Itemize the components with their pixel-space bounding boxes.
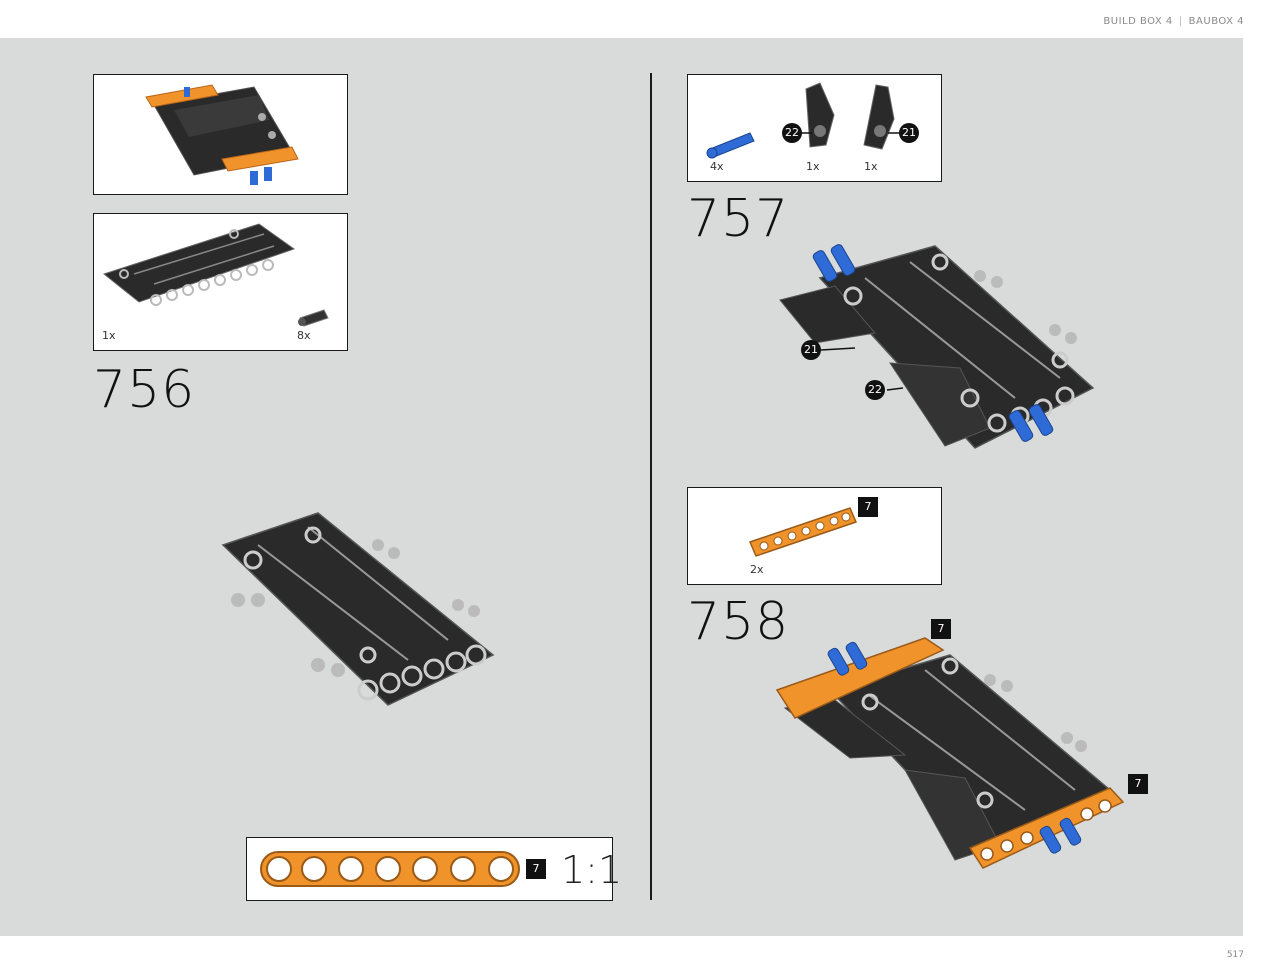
step-757-parts-illustration <box>706 82 900 159</box>
step-number-756: 756 <box>93 360 196 420</box>
scale-ratio: 1:1 <box>561 848 623 892</box>
part-callout: 22 <box>782 123 802 143</box>
header-separator: | <box>1178 16 1183 27</box>
step-756-parts-illustration <box>102 223 329 327</box>
step-756-parts-box: 1x 8x <box>93 213 348 351</box>
beam-length-tag: 7 <box>1128 774 1148 794</box>
step-757-model <box>775 238 1100 457</box>
step-number-758: 758 <box>687 592 790 652</box>
header-baubox: BAUBOX 4 <box>1188 16 1244 27</box>
blue-pin-part <box>706 132 755 159</box>
part-quantity: 8x <box>297 329 311 342</box>
subassembly-preview-illustration <box>145 84 299 185</box>
step-758-model-illustration <box>775 637 1125 869</box>
header-build-box: BUILD BOX 4 <box>1103 16 1173 27</box>
column-divider <box>650 73 652 900</box>
black-wing-part-21 <box>863 84 895 150</box>
step-756-model <box>218 505 503 719</box>
beam-length-tag: 7 <box>858 497 878 517</box>
step-number-757: 757 <box>687 189 790 249</box>
connector-pin-part <box>298 309 329 327</box>
model-callout: 21 <box>801 340 821 360</box>
step-758-parts-illustration <box>748 507 858 557</box>
orange-beam-1to1 <box>260 851 520 887</box>
part-quantity: 2x <box>750 563 764 576</box>
beam-length-tag: 7 <box>526 859 546 879</box>
scale-reference-box: 7 1:1 <box>246 837 622 901</box>
black-panel-part <box>102 223 296 306</box>
beam-length-tag: 7 <box>931 619 951 639</box>
step-757-parts-box: 22 21 4x 1x 1x <box>687 74 942 182</box>
step-758-parts-box: 7 2x <box>687 487 942 585</box>
part-callout: 21 <box>899 123 919 143</box>
part-quantity: 1x <box>806 160 820 173</box>
black-wing-part-22 <box>805 82 835 148</box>
step-757-model-illustration <box>779 244 1095 449</box>
step-758-model <box>775 630 1130 879</box>
part-quantity: 1x <box>864 160 878 173</box>
page-header: BUILD BOX 4 | BAUBOX 4 <box>1103 16 1244 27</box>
subassembly-preview-box <box>93 74 348 195</box>
page-number: 517 <box>1226 950 1244 960</box>
part-quantity: 1x <box>102 329 116 342</box>
orange-beam-part <box>748 507 858 557</box>
model-callout: 22 <box>865 380 885 400</box>
part-quantity: 4x <box>710 160 724 173</box>
step-756-model-illustration <box>221 512 495 706</box>
